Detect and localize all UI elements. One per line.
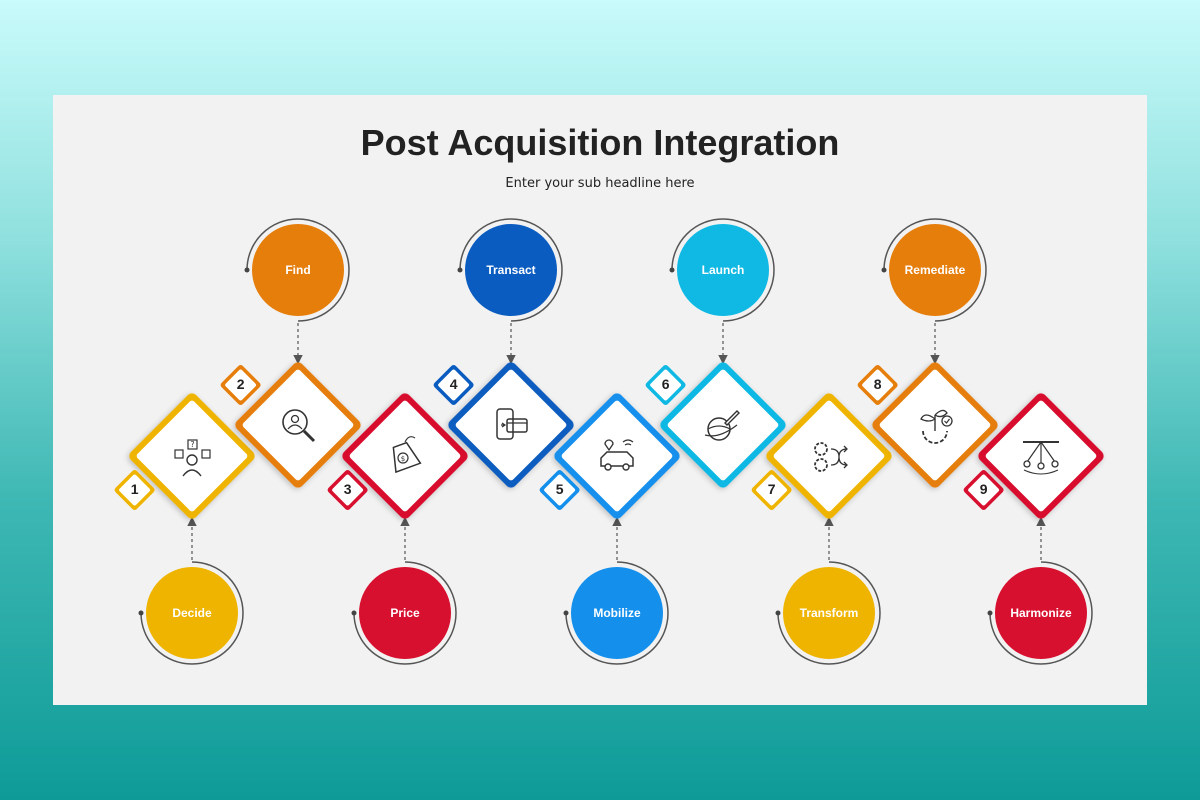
step-label: Mobilize xyxy=(593,606,641,620)
step-number: 3 xyxy=(343,481,352,497)
step-card-face xyxy=(136,400,248,512)
step-number: 8 xyxy=(873,376,882,392)
diamond-layer: ?$ xyxy=(114,362,1104,519)
step-label: Transact xyxy=(486,263,536,277)
step-number-box xyxy=(857,365,898,405)
step-number-box xyxy=(327,470,368,510)
step-circle xyxy=(138,561,244,665)
step-number-box xyxy=(645,365,686,405)
svg-text:$: $ xyxy=(401,455,405,463)
plant-gear-icon xyxy=(920,409,953,444)
step-card: $ xyxy=(327,393,468,519)
step-number: 5 xyxy=(555,481,564,497)
circle-fill xyxy=(571,567,663,659)
circle-fill xyxy=(889,224,981,316)
circle-ring xyxy=(246,218,350,322)
circle-fill xyxy=(146,567,238,659)
step-number: 2 xyxy=(236,376,245,392)
step-number-box xyxy=(114,470,155,510)
step-card xyxy=(751,393,892,519)
step-circle xyxy=(987,561,1093,665)
step-circle xyxy=(669,218,775,322)
step-number: 6 xyxy=(661,376,670,392)
circle-fill xyxy=(359,567,451,659)
step-card-face xyxy=(773,400,885,512)
circle-layer xyxy=(138,218,1093,665)
step-label: Decide xyxy=(172,606,212,620)
step-number: 1 xyxy=(130,481,139,497)
car-location-icon xyxy=(600,439,634,471)
circle-ring xyxy=(883,218,987,322)
step-card xyxy=(857,362,998,488)
rocket-globe-icon xyxy=(704,410,740,441)
step-card: ? xyxy=(114,393,255,519)
circle-fill xyxy=(465,224,557,316)
circle-ring xyxy=(353,561,457,665)
step-circle xyxy=(351,561,457,665)
step-circle xyxy=(881,218,987,322)
circle-ring xyxy=(989,561,1093,665)
circle-ring xyxy=(565,561,669,665)
mobile-payment-icon xyxy=(496,408,528,440)
step-card xyxy=(645,362,786,488)
step-card xyxy=(220,362,361,488)
step-number-box xyxy=(751,470,792,510)
step-number-box xyxy=(963,470,1004,510)
circle-ring xyxy=(777,561,881,665)
step-card-face xyxy=(242,369,354,481)
step-number-box xyxy=(539,470,580,510)
step-card xyxy=(539,393,680,519)
decision-person-icon: ? xyxy=(174,439,211,477)
step-number-box xyxy=(433,365,474,405)
circle-ring xyxy=(140,561,244,665)
circle-ring xyxy=(671,218,775,322)
step-card-face xyxy=(561,400,673,512)
circle-fill xyxy=(783,567,875,659)
page-title: Post Acquisition Integration xyxy=(360,122,840,163)
step-number-box xyxy=(220,365,261,405)
step-number: 7 xyxy=(767,481,776,497)
step-number: 9 xyxy=(979,481,988,497)
circle-fill xyxy=(995,567,1087,659)
step-circle xyxy=(457,218,563,322)
gears-arrows-icon xyxy=(814,442,848,472)
svg-text:?: ? xyxy=(190,440,194,449)
step-label: Find xyxy=(285,263,311,277)
step-card-face xyxy=(667,369,779,481)
circle-fill xyxy=(677,224,769,316)
magnifier-user-icon xyxy=(282,409,316,443)
step-card xyxy=(433,362,574,488)
page-subtitle: Enter your sub headline here xyxy=(505,176,695,191)
step-card-face xyxy=(455,369,567,481)
step-label: Price xyxy=(390,606,420,620)
step-label: Launch xyxy=(701,263,745,277)
connector-layer xyxy=(187,323,1046,560)
pendulum-icon xyxy=(1023,441,1059,475)
step-number: 4 xyxy=(449,376,458,392)
step-card-face xyxy=(349,400,461,512)
circle-fill xyxy=(252,224,344,316)
step-label: Transform xyxy=(799,606,859,620)
step-circle xyxy=(775,561,881,665)
step-circle xyxy=(563,561,669,665)
step-label: Harmonize xyxy=(1010,606,1072,620)
step-label: Remediate xyxy=(904,263,966,277)
step-card xyxy=(963,393,1104,519)
step-circle xyxy=(244,218,350,322)
price-tag-icon: $ xyxy=(392,436,422,474)
circle-ring xyxy=(459,218,563,322)
